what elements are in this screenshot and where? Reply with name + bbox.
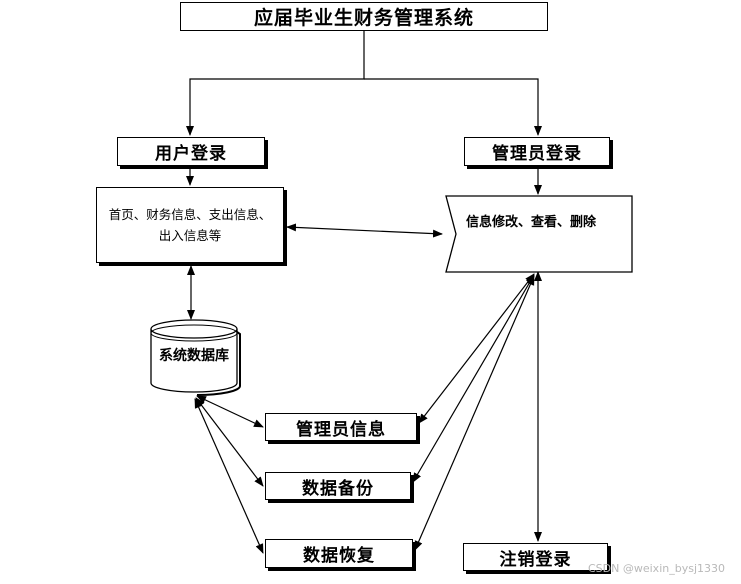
actions-backup-arrow <box>412 274 535 483</box>
system-title-box: 应届毕业生财务管理系统 <box>180 2 548 31</box>
data-restore-label: 数据恢复 <box>303 546 375 566</box>
database-restore-arrow <box>194 398 264 554</box>
admin-login-box: 管理员登录 <box>464 137 610 166</box>
admin-actions-label: 信息修改、查看、删除 <box>466 215 597 230</box>
actions-admininfo-arrow <box>418 273 535 424</box>
admin-info-box: 管理员信息 <box>265 413 417 441</box>
database-label: 系统数据库 <box>159 348 229 364</box>
data-backup-box: 数据备份 <box>265 472 411 500</box>
database-cylinder <box>150 319 241 396</box>
functions-admin-arrow <box>286 223 443 238</box>
admin-actions-shape <box>445 195 633 273</box>
actions-restore-arrow <box>414 275 535 551</box>
data-backup-label: 数据备份 <box>302 478 374 499</box>
watermark: CSDN @weixin_bysj1330 <box>588 562 725 575</box>
user-functions-box: 首页、财务信息、支出信息、出入信息等 <box>96 187 284 263</box>
data-restore-box: 数据恢复 <box>265 539 413 568</box>
title-to-admin-connector <box>364 78 542 136</box>
logout-box: 注销登录 <box>463 543 608 571</box>
user-functions-label: 首页、财务信息、支出信息、出入信息等 <box>108 207 272 243</box>
admin-login-label: 管理员登录 <box>492 144 582 164</box>
user-login-label: 用户登录 <box>155 144 227 164</box>
system-title: 应届毕业生财务管理系统 <box>253 7 474 29</box>
admin-info-label: 管理员信息 <box>296 419 386 440</box>
logout-label: 注销登录 <box>499 549 572 570</box>
title-connector <box>186 31 365 136</box>
user-login-box: 用户登录 <box>117 137 265 166</box>
